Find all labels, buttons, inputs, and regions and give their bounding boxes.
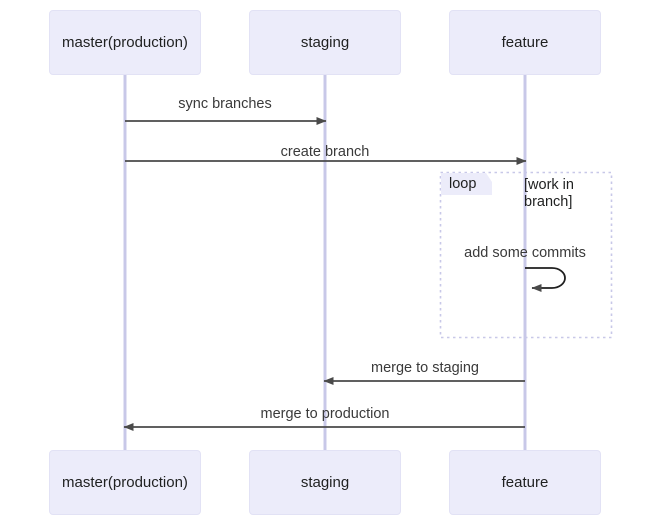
actor-label-feature-top: feature	[501, 34, 549, 51]
lifelines	[123, 75, 527, 450]
actor-box-staging-top[interactable]: staging	[249, 10, 401, 75]
message-label-sync-branches: sync branches	[178, 96, 272, 112]
loop-tag-label: loop	[449, 176, 477, 192]
actor-box-feature-bottom[interactable]: feature	[449, 450, 601, 515]
actor-box-feature-top[interactable]: feature	[449, 10, 601, 75]
actor-box-master-bottom[interactable]: master(production)	[49, 450, 201, 515]
message-arrows	[123, 117, 527, 431]
loop-frame-rect	[439, 171, 613, 339]
actor-label-master-top: master(production)	[62, 34, 188, 51]
message-label-merge-to-staging: merge to staging	[370, 360, 480, 376]
loop-condition-label: [work in branch]	[524, 177, 574, 210]
actor-label-master-bottom: master(production)	[62, 474, 188, 491]
message-label-merge-to-production: merge to production	[260, 406, 390, 422]
message-label-create-branch: create branch	[280, 144, 370, 160]
actor-box-master-top[interactable]: master(production)	[49, 10, 201, 75]
actor-label-staging-top: staging	[300, 34, 350, 51]
actor-label-staging-bottom: staging	[300, 474, 350, 491]
actor-box-staging-bottom[interactable]: staging	[249, 450, 401, 515]
loop-note-add-some-commits: add some commits	[464, 245, 586, 261]
actor-label-feature-bottom: feature	[501, 474, 549, 491]
loop-frame	[439, 171, 613, 339]
self-message-arrow-add-commits	[525, 267, 566, 292]
